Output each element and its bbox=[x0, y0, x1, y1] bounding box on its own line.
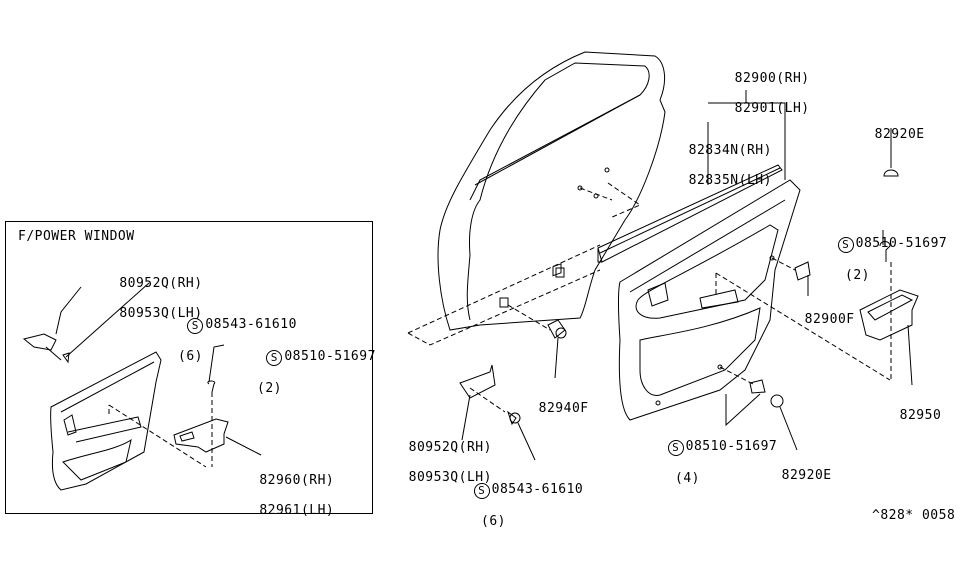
part-label-80952q-main[interactable]: 80952Q(RH) 80953Q(LH) bbox=[392, 425, 492, 485]
part-number-alt: 80953Q(LH) bbox=[119, 306, 203, 321]
part-label-82834n[interactable]: 82834N(RH) 82835N(LH) bbox=[672, 128, 772, 188]
standard-part-symbol: S bbox=[473, 483, 490, 499]
part-number: 82960(RH) bbox=[259, 473, 335, 488]
part-quantity: (2) bbox=[257, 381, 282, 396]
part-number: 82920E bbox=[874, 127, 925, 142]
part-label-80952q[interactable]: 80952Q(RH) 80953Q(LH) bbox=[86, 261, 203, 336]
rear-door-trim-art bbox=[618, 179, 801, 421]
part-quantity: (6) bbox=[178, 349, 203, 364]
front-door-inner-frame bbox=[466, 62, 650, 321]
part-quantity: (2) bbox=[845, 268, 870, 283]
part-number: 08543-61610 bbox=[205, 317, 297, 332]
part-number: 82920E bbox=[781, 468, 832, 483]
part-number: 08510-51697 bbox=[284, 349, 376, 364]
part-quantity: (4) bbox=[675, 471, 700, 486]
part-number-alt: 80953Q(LH) bbox=[408, 470, 492, 485]
part-number: 08543-61610 bbox=[491, 482, 584, 497]
part-number: 08510-51697 bbox=[685, 439, 778, 454]
part-number-alt: 82835N(LH) bbox=[688, 173, 772, 188]
part-number: 80952Q(RH) bbox=[408, 440, 492, 455]
inset-art bbox=[22, 282, 262, 491]
weatherstrip-art bbox=[597, 164, 783, 263]
part-number: 82940F bbox=[538, 401, 589, 416]
part-number: 82900F bbox=[804, 312, 855, 327]
inset-title: F/POWER WINDOW bbox=[18, 229, 135, 244]
part-number: 82950 bbox=[899, 408, 942, 423]
part-label-82920e-bottom[interactable]: 82920E bbox=[765, 453, 832, 483]
part-quantity: (6) bbox=[481, 514, 506, 529]
standard-part-symbol: S bbox=[837, 237, 854, 253]
part-number: 08510-51697 bbox=[855, 236, 948, 251]
part-number: 82900(RH) bbox=[734, 71, 810, 86]
standard-part-symbol: S bbox=[667, 440, 684, 456]
part-number-alt: 82901(LH) bbox=[734, 101, 810, 116]
inset-switch-art bbox=[173, 418, 229, 453]
part-label-82950[interactable]: 82950 bbox=[883, 393, 941, 423]
standard-part-symbol: S bbox=[187, 318, 204, 334]
part-label-82900[interactable]: 82900(RH) 82901(LH) bbox=[718, 56, 810, 116]
part-number: 80952Q(RH) bbox=[119, 276, 203, 291]
part-label-82940f[interactable]: 82940F bbox=[522, 386, 589, 416]
pocket-art bbox=[859, 289, 919, 341]
part-label-82920e-top[interactable]: 82920E bbox=[858, 112, 925, 142]
part-label-82960[interactable]: 82960(RH) 82961(LH) bbox=[226, 458, 334, 533]
diagram-code: ^828* 0058 bbox=[872, 508, 956, 523]
part-number-alt: 82961(LH) bbox=[259, 503, 335, 518]
standard-part-symbol: S bbox=[266, 350, 283, 366]
inset-door-trim-art bbox=[50, 351, 162, 491]
front-door-frame bbox=[437, 51, 666, 331]
part-label-82900f[interactable]: 82900F bbox=[788, 297, 855, 327]
part-number: 82834N(RH) bbox=[688, 143, 772, 158]
